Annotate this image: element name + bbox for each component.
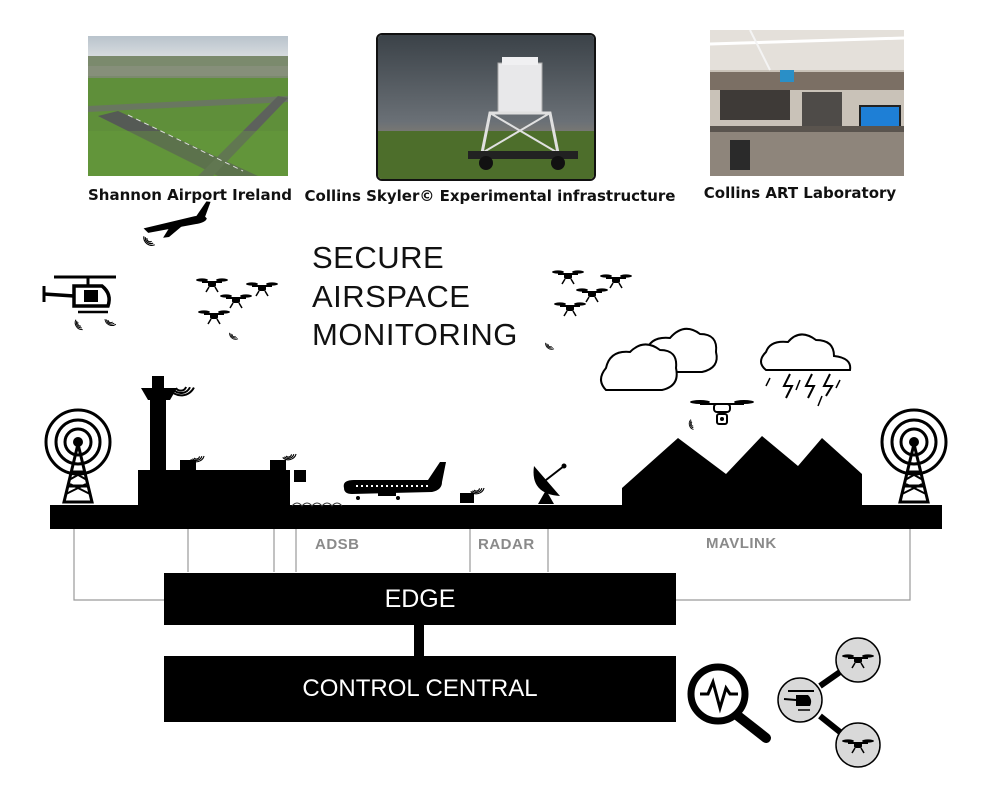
drone-icon	[551, 269, 585, 285]
lab-caption: Collins ART Laboratory	[703, 184, 897, 202]
adsb-transponder-icon	[460, 482, 486, 503]
shannon-airport-photo	[88, 36, 288, 176]
title-line-3: MONITORING	[312, 317, 518, 352]
art-laboratory-photo	[710, 30, 904, 176]
drone-icon	[195, 277, 229, 293]
helicopter-icon	[783, 690, 814, 711]
magnifier-pulse-icon	[687, 663, 771, 743]
drone-icon	[553, 301, 587, 317]
adsb-label: ADSB	[315, 536, 360, 553]
drone-icon	[219, 293, 253, 309]
helicopter-icon	[42, 275, 117, 331]
radio-tower-icon	[44, 408, 112, 504]
drone-swarm-left	[195, 277, 279, 340]
drone-swarm-right	[545, 269, 633, 350]
title-line-2: AIRSPACE	[312, 279, 471, 314]
control-central-box: CONTROL CENTRAL	[164, 656, 676, 722]
skyler-caption: Collins Skyler© Experimental infrastruct…	[304, 187, 676, 205]
cloud-icon	[600, 327, 718, 391]
mavlink-label: MAVLINK	[706, 535, 777, 552]
airplane-icon	[343, 462, 446, 500]
connector-lines	[73, 529, 911, 601]
radar-label: RADAR	[478, 536, 535, 553]
drone-icon	[575, 287, 609, 303]
airport-caption: Shannon Airport Ireland	[88, 186, 292, 204]
drone-icon	[599, 273, 633, 289]
edge-control-link	[414, 624, 424, 658]
control-tower-icon	[138, 375, 306, 506]
skyler-infrastructure-photo	[376, 33, 596, 181]
title-line-1: SECURE	[312, 240, 445, 275]
airplane-icon	[142, 201, 211, 246]
storm-cloud-icon	[760, 333, 852, 407]
drone-icon	[245, 281, 279, 297]
drone-icon	[686, 400, 754, 431]
aircraft-network-icon	[777, 637, 881, 768]
radio-tower-icon	[880, 408, 948, 504]
ground-strip	[50, 505, 942, 529]
hangar-buildings	[622, 436, 862, 508]
drone-icon	[197, 309, 231, 325]
edge-box: EDGE	[164, 573, 676, 625]
satellite-dish-icon	[533, 463, 567, 504]
